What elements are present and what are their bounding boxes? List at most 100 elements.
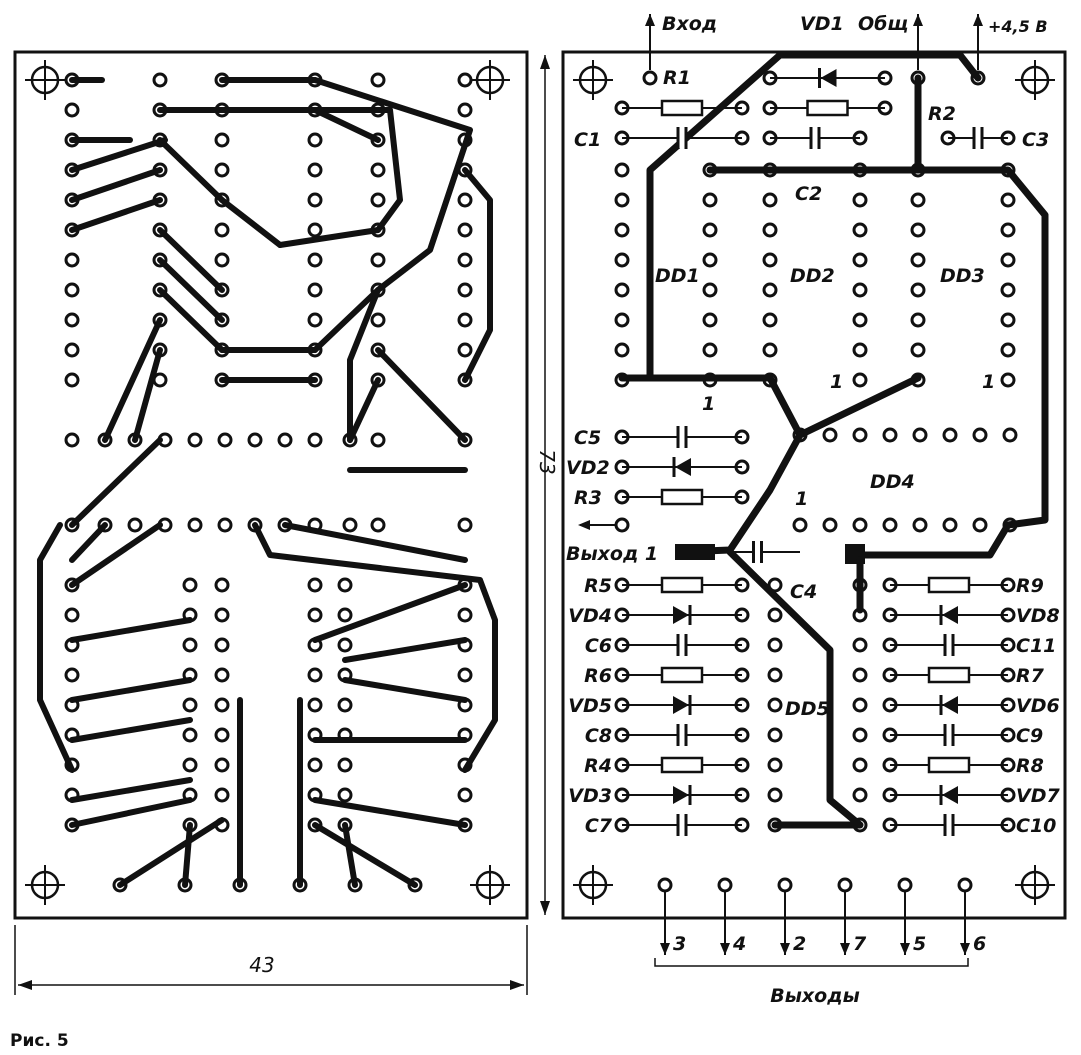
c1-label: C1: [574, 129, 601, 151]
trace: [342, 822, 358, 888]
mounting-hole: [1015, 865, 1055, 905]
pad: [852, 757, 868, 773]
pad: [852, 787, 868, 803]
pad: [337, 787, 353, 803]
width-label: 43: [249, 953, 274, 977]
pad: [942, 517, 958, 533]
width-dimension: 43: [14, 925, 528, 995]
outputs-bracket: [654, 958, 969, 967]
pad: [307, 222, 323, 238]
pad: [702, 222, 718, 238]
r1-label: R1: [663, 67, 691, 89]
pin1-dd4: 1: [795, 488, 808, 510]
pad: [214, 222, 230, 238]
dd5-label: DD5: [785, 698, 830, 720]
pad: [214, 162, 230, 178]
pad: [152, 72, 168, 88]
pad: [337, 637, 353, 653]
trace: [102, 317, 163, 443]
pad: [717, 877, 733, 893]
pad: [370, 72, 386, 88]
pad: [767, 607, 783, 623]
dd1-label: DD1: [655, 265, 700, 287]
trace: [69, 617, 193, 643]
trace: [69, 167, 163, 203]
pad: [214, 787, 230, 803]
mounting-hole: [470, 865, 510, 905]
pad: [214, 607, 230, 623]
pad: [852, 222, 868, 238]
pad: [370, 312, 386, 328]
component-label: C8: [585, 725, 612, 747]
pad: [370, 252, 386, 268]
pad: [762, 222, 778, 238]
pad: [852, 637, 868, 653]
pad: [822, 517, 838, 533]
pad: [852, 372, 868, 388]
output-number: 2: [793, 933, 806, 955]
pad: [762, 192, 778, 208]
pad: [457, 282, 473, 298]
r3-label: R3: [574, 487, 602, 509]
vd2-label: VD2: [566, 457, 610, 479]
pad: [337, 577, 353, 593]
output1-pad: [675, 544, 715, 560]
pad: [852, 667, 868, 683]
pad: [457, 667, 473, 683]
pad: [614, 312, 630, 328]
trace: [157, 137, 225, 203]
pad: [1000, 342, 1016, 358]
resistor-icon: [927, 666, 971, 684]
pad: [852, 252, 868, 268]
pad: [64, 432, 80, 448]
resistor-icon: [660, 576, 704, 594]
pad: [910, 222, 926, 238]
pad: [187, 432, 203, 448]
component-label: VD5: [568, 695, 612, 717]
pad: [247, 432, 263, 448]
pad: [767, 667, 783, 683]
pad: [762, 252, 778, 268]
trace: [157, 107, 403, 233]
pad: [187, 517, 203, 533]
pad: [614, 162, 630, 178]
component-label: VD3: [568, 785, 612, 807]
pad: [882, 427, 898, 443]
pad: [64, 372, 80, 388]
pad: [767, 697, 783, 713]
pad: [457, 192, 473, 208]
outputs-label: Выходы: [770, 985, 860, 1007]
pad: [642, 70, 658, 86]
height-dimension: 73: [535, 55, 559, 915]
component-label: C10: [1016, 815, 1056, 837]
pad: [182, 637, 198, 653]
pad: [307, 667, 323, 683]
pad: [64, 342, 80, 358]
mounting-hole: [573, 60, 613, 100]
trace: [69, 717, 193, 743]
power-trace: [646, 51, 982, 382]
pin1-dd3: 1: [982, 371, 995, 393]
c2-label: C2: [795, 183, 822, 205]
trace: [182, 822, 193, 888]
pad: [852, 282, 868, 298]
pad: [912, 427, 928, 443]
trace: [157, 227, 225, 293]
diode-icon: [942, 606, 958, 624]
pad: [702, 342, 718, 358]
resistor-icon: [660, 488, 704, 506]
dd5-trace: [726, 548, 864, 829]
pad: [897, 877, 913, 893]
trace: [462, 167, 493, 383]
pad: [852, 312, 868, 328]
trace: [312, 77, 473, 443]
pad: [767, 787, 783, 803]
pad: [457, 72, 473, 88]
pad: [852, 342, 868, 358]
pad: [852, 697, 868, 713]
pad: [127, 517, 143, 533]
diode-icon: [673, 786, 689, 804]
ground-trace: [618, 374, 922, 439]
pad: [217, 517, 233, 533]
pad: [307, 757, 323, 773]
